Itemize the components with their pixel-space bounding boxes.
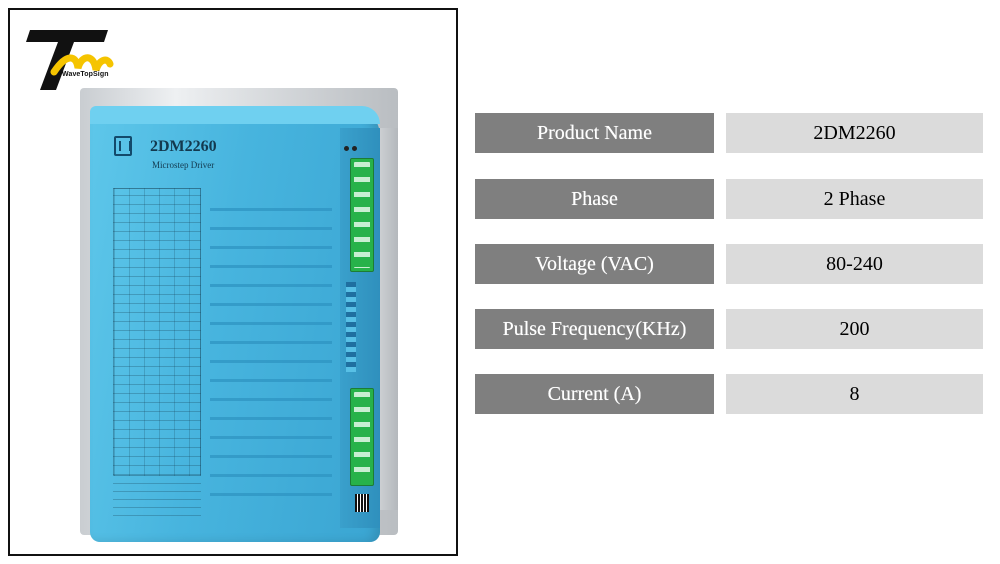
device-wiring-table — [113, 480, 201, 516]
spec-label: Current (A) — [475, 374, 714, 414]
spec-row: Product Name 2DM2260 — [475, 113, 983, 153]
cooling-ribs — [210, 208, 332, 508]
dip-switch — [346, 282, 356, 372]
spec-value: 80-240 — [726, 244, 983, 284]
spec-value: 2 Phase — [726, 179, 983, 219]
spec-row: Voltage (VAC) 80-240 — [475, 244, 983, 284]
logo-text: WaveTopSign — [62, 71, 109, 78]
driver-top-face — [90, 106, 380, 124]
product-photo-frame: WaveTopSign 2DM2260 Microstep Driver — [8, 8, 458, 556]
signal-connector — [350, 388, 374, 486]
device-settings-table — [113, 188, 201, 476]
spec-row: Pulse Frequency(KHz) 200 — [475, 309, 983, 349]
spec-row: Current (A) 8 — [475, 374, 983, 414]
qr-code-icon — [355, 494, 369, 512]
spec-label: Phase — [475, 179, 714, 219]
spec-value: 8 — [726, 374, 983, 414]
power-connector — [350, 158, 374, 272]
spec-value: 200 — [726, 309, 983, 349]
spec-label: Product Name — [475, 113, 714, 153]
status-led-icon — [352, 146, 357, 151]
brand-logo-icon — [26, 30, 114, 90]
device-subtitle: Microstep Driver — [152, 160, 215, 170]
manufacturer-mark-icon — [114, 136, 132, 156]
spec-label: Voltage (VAC) — [475, 244, 714, 284]
spec-row: Phase 2 Phase — [475, 179, 983, 219]
spec-label: Pulse Frequency(KHz) — [475, 309, 714, 349]
device-model-label: 2DM2260 — [150, 138, 217, 155]
status-led-icon — [344, 146, 349, 151]
spec-value: 2DM2260 — [726, 113, 983, 153]
